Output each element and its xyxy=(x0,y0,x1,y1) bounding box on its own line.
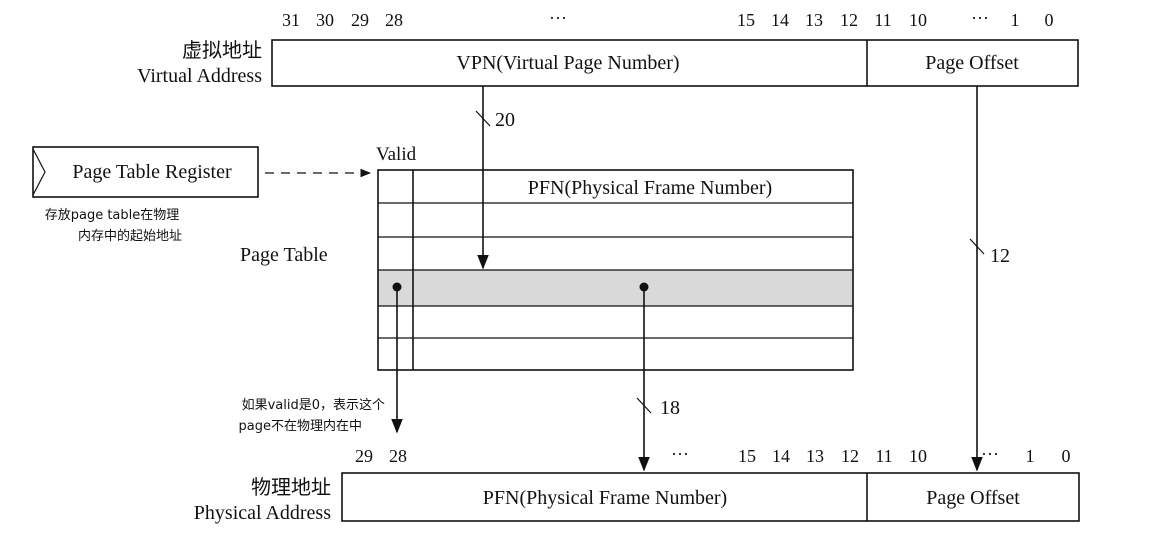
page-table-highlight-row xyxy=(378,270,853,306)
pa-bit-14: 14 xyxy=(772,446,790,466)
va-bit-0: 0 xyxy=(1045,10,1054,30)
va-bit-14: 14 xyxy=(771,10,789,30)
physical-address-label-en: Physical Address xyxy=(194,502,331,524)
page-table-label: Page Table xyxy=(240,244,328,266)
pa-bit-10: 10 xyxy=(909,446,927,466)
pa-bit-15: 15 xyxy=(738,446,756,466)
pa-bit-12: 12 xyxy=(841,446,859,466)
va-offset-label: Page Offset xyxy=(925,52,1019,74)
pa-bit-13: 13 xyxy=(806,446,824,466)
ptr-box xyxy=(32,146,259,198)
page-table-register: Page Table Register 存放page table在物理 内存中的… xyxy=(32,146,372,244)
pa-bit-0: 0 xyxy=(1062,446,1071,466)
va-bit-15: 15 xyxy=(737,10,755,30)
va-bit-28: 28 xyxy=(385,10,403,30)
va-bit-13: 13 xyxy=(805,10,823,30)
va-vpn-label: VPN(Virtual Page Number) xyxy=(456,52,679,74)
ptr-note-line1: 存放page table在物理 xyxy=(45,208,180,223)
va-bit-29: 29 xyxy=(351,10,369,30)
vpn-bus-width: 20 xyxy=(495,109,515,131)
va-bit-1: 1 xyxy=(1011,10,1020,30)
pa-bits-ellipsis: ··· xyxy=(671,444,689,464)
page-table-pfn-header: PFN(Physical Frame Number) xyxy=(528,177,772,199)
va-bit-12: 12 xyxy=(840,10,858,30)
pa-bits-dots: ··· xyxy=(981,444,999,464)
ptr-note-line2: 内存中的起始地址 xyxy=(78,228,182,244)
va-bit-31: 31 xyxy=(282,10,300,30)
va-bit-10: 10 xyxy=(909,10,927,30)
va-box xyxy=(271,39,1079,87)
virtual-address: 虚拟地址 Virtual Address 31 30 29 28 ··· 15 … xyxy=(137,8,1079,87)
connections: 20 12 18 xyxy=(391,86,1010,472)
pfn-bus-width: 18 xyxy=(660,397,680,419)
va-bit-11: 11 xyxy=(874,10,891,30)
physical-address: 物理地址 Physical Address 29 28 ··· 15 14 13… xyxy=(194,444,1080,524)
offset-bus-slash xyxy=(969,238,985,255)
pa-pfn-label: PFN(Physical Frame Number) xyxy=(483,487,727,509)
vpn-bus-slash xyxy=(475,110,491,127)
pa-bit-29: 29 xyxy=(355,446,373,466)
valid-column-label: Valid xyxy=(376,144,417,165)
pa-bit-11: 11 xyxy=(875,446,892,466)
offset-bus-width: 12 xyxy=(990,245,1010,267)
ptr-label: Page Table Register xyxy=(72,161,232,183)
physical-address-label-cn: 物理地址 xyxy=(251,475,331,499)
va-bit-30: 30 xyxy=(316,10,334,30)
virtual-address-label-cn: 虚拟地址 xyxy=(182,38,262,62)
pa-box xyxy=(341,472,1080,522)
va-bits-ellipsis: ··· xyxy=(549,8,567,28)
ptr-chevron-icon xyxy=(32,148,46,196)
va-bits-dots: ··· xyxy=(971,8,989,28)
pa-bit-28: 28 xyxy=(389,446,407,466)
pa-offset-label: Page Offset xyxy=(926,487,1020,509)
valid-note-line2: page不在物理内在中 xyxy=(239,418,362,434)
virtual-address-label-en: Virtual Address xyxy=(137,65,262,87)
valid-note: 如果valid是0，表示这个 page不在物理内在中 xyxy=(239,397,385,434)
pfn-bus-slash xyxy=(636,397,652,414)
pa-bit-1: 1 xyxy=(1026,446,1035,466)
page-table: Page Table Valid PFN(Physical Frame Numb… xyxy=(240,144,854,371)
valid-note-line1: 如果valid是0，表示这个 xyxy=(242,397,385,413)
